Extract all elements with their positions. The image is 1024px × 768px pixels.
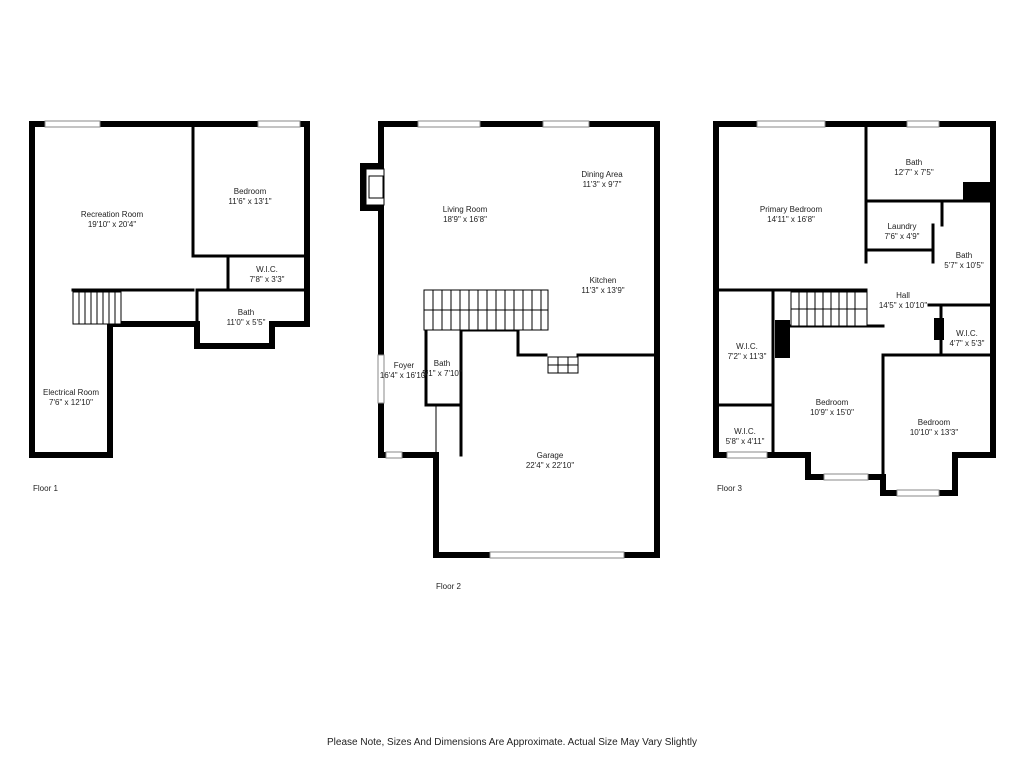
room-name: Garage [536, 451, 564, 460]
room-label-bath: Bath 11'0" x 5'5" [227, 308, 266, 328]
room-name: Laundry [887, 222, 917, 231]
room-label-garage: Garage 22'4" x 22'10" [526, 451, 574, 471]
room-label-bedroom: Bedroom 10'9" x 15'0" [810, 398, 854, 418]
room-label-electrical-room: Electrical Room 7'6" x 12'10" [43, 388, 99, 408]
room-name: Foyer [393, 361, 415, 370]
room-name: Recreation Room [80, 210, 144, 219]
room-label-wic: W.I.C. 7'2" x 11'3" [728, 342, 767, 362]
room-label-kitchen: Kitchen 11'3" x 13'9" [581, 276, 624, 296]
room-name: Bath [955, 251, 973, 260]
room-size: 18'9" x 16'8" [443, 215, 487, 224]
room-label-wic: W.I.C. 4'7" x 5'3" [950, 329, 985, 349]
room-name: Bedroom [233, 187, 267, 196]
room-label-bedroom: Bedroom 11'6" x 13'1" [228, 187, 271, 207]
room-size: 10'10" x 13'3" [909, 428, 959, 437]
room-name: Primary Bedroom [759, 205, 823, 214]
room-size: 11'3" x 13'9" [581, 286, 625, 295]
room-label-hall: Hall 14'5" x 10'10" [879, 291, 927, 311]
floor-2-plan [360, 120, 660, 559]
room-size: 14'11" x 16'8" [767, 215, 815, 224]
room-label-bath: Bath 5'1" x 7'10" [422, 359, 461, 379]
room-size: 22'4" x 22'10" [525, 461, 575, 470]
floor-1-title: Floor 1 [33, 484, 58, 493]
room-size: 7'6" x 12'10" [49, 398, 93, 407]
garage-steps [547, 356, 579, 374]
room-size: 5'7" x 10'5" [944, 261, 984, 270]
room-label-living-room: Living Room 18'9" x 16'8" [443, 205, 487, 225]
room-size: 10'9" x 15'0" [810, 408, 854, 417]
room-label-bath: Bath 12'7" x 7'5" [894, 158, 933, 178]
room-size: 19'10" x 20'4" [87, 220, 137, 229]
room-name: W.I.C. [956, 329, 978, 338]
room-name: Hall [896, 291, 910, 300]
room-name: Bedroom [815, 398, 849, 407]
room-label-foyer: Foyer 16'4" x 16'10" [380, 361, 428, 381]
room-size: 7'2" x 11'3" [727, 352, 767, 361]
disclaimer-note: Please Note, Sizes And Dimensions Are Ap… [327, 737, 697, 748]
room-name: Dining Area [581, 170, 623, 179]
room-name: W.I.C. [734, 427, 756, 436]
floor-2-stairs [423, 289, 549, 331]
floor-2-title: Floor 2 [436, 582, 461, 591]
room-name: W.I.C. [256, 265, 278, 274]
floor-1-plan [29, 120, 310, 458]
room-size: 5'8" x 4'11" [725, 437, 765, 446]
floor-3-stairs [790, 291, 868, 327]
room-size: 12'7" x 7'5" [894, 168, 934, 177]
room-size: 5'1" x 7'10" [422, 369, 462, 378]
room-name: Bath [905, 158, 923, 167]
room-size: 7'8" x 3'3" [249, 275, 285, 284]
room-label-wic: W.I.C. 5'8" x 4'11" [726, 427, 765, 447]
room-size: 14'5" x 10'10" [878, 301, 928, 310]
room-size: 7'6" x 4'9" [884, 232, 920, 241]
room-name: Bath [237, 308, 255, 317]
room-name: Kitchen [589, 276, 617, 285]
room-label-bedroom: Bedroom 10'10" x 13'3" [910, 418, 958, 438]
floor-1-stairs [72, 291, 122, 325]
fireplace [360, 163, 385, 211]
room-size: 16'4" x 16'10" [379, 371, 429, 380]
room-name: Living Room [442, 205, 488, 214]
room-label-primary-bedroom: Primary Bedroom 14'11" x 16'8" [760, 205, 822, 225]
room-size: 4'7" x 5'3" [949, 339, 985, 348]
room-label-wic: W.I.C. 7'8" x 3'3" [250, 265, 285, 285]
room-name: Electrical Room [42, 388, 100, 397]
room-label-recreation-room: Recreation Room 19'10" x 20'4" [81, 210, 143, 230]
room-name: Bath [433, 359, 451, 368]
floor-3-title: Floor 3 [717, 484, 742, 493]
room-size: 11'6" x 13'1" [228, 197, 272, 206]
room-name: W.I.C. [736, 342, 758, 351]
room-size: 11'3" x 9'7" [582, 180, 622, 189]
room-name: Bedroom [917, 418, 951, 427]
floor-3-plan [713, 120, 996, 497]
room-label-dining-area: Dining Area 11'3" x 9'7" [581, 170, 622, 190]
room-label-bath: Bath 5'7" x 10'5" [944, 251, 983, 271]
room-size: 11'0" x 5'5" [226, 318, 266, 327]
room-label-laundry: Laundry 7'6" x 4'9" [885, 222, 920, 242]
